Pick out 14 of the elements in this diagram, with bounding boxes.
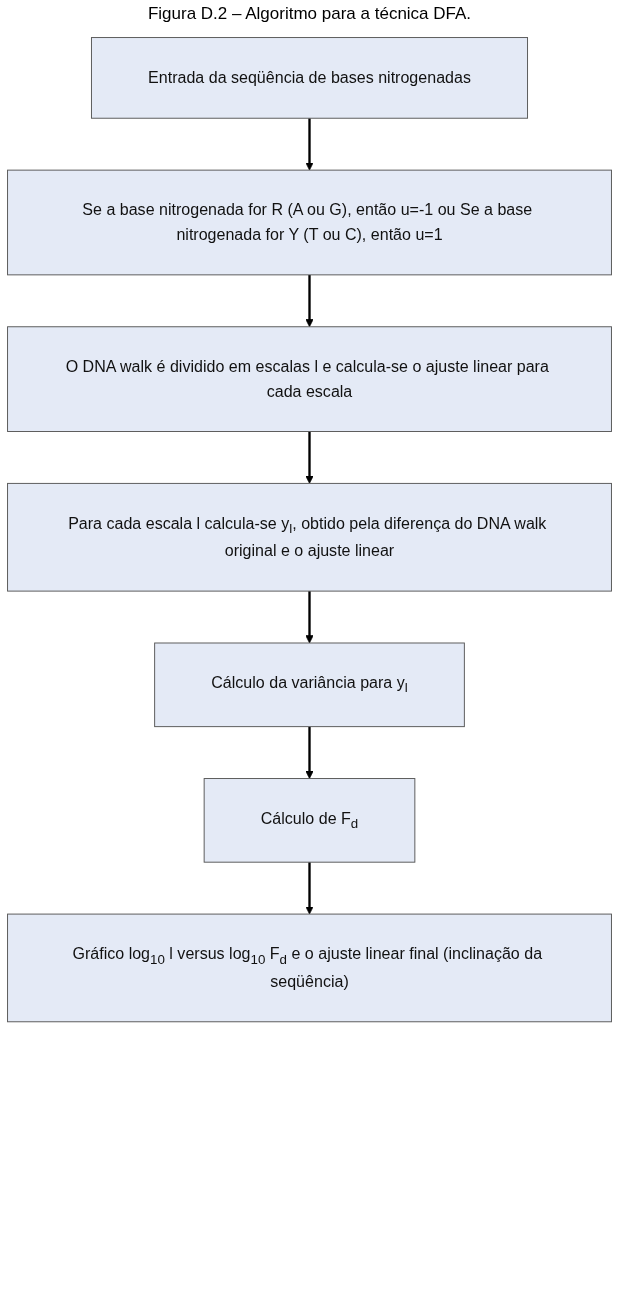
node-box: Para cada escala l calcula-se y$_{l}$, obtido pela diferença do DNA walk original e o ajuste linear	[7, 482, 612, 592]
arrow	[305, 431, 314, 484]
node-box: Gráfico log$_{10}$ l versus log$_{10}$ F$_{d}$ e o ajuste linear final (inclinação da seqüência)	[7, 913, 612, 1023]
node-box: Entrada da seqüência de bases nitrogenadas	[91, 37, 528, 119]
node-box: Cálculo da variância para y$_{l}$	[154, 642, 465, 728]
arrow	[305, 726, 314, 779]
arrow	[305, 862, 314, 915]
node-box: O DNA walk é dividido em escalas l e calcula-se o ajuste linear para cada escala	[7, 326, 612, 432]
node-box: Cálculo de F$_{d}$	[203, 778, 416, 863]
arrow	[305, 591, 314, 644]
node-box: Se a base nitrogenada for R (A ou G), então u=-1 ou Se a base nitrogenada for Y (T ou C), então u=1	[7, 169, 612, 276]
arrow	[305, 274, 314, 328]
figure-title: Figura D.2 – Algoritmo para a técnica DFA.	[146, 4, 473, 24]
arrow	[305, 118, 314, 171]
